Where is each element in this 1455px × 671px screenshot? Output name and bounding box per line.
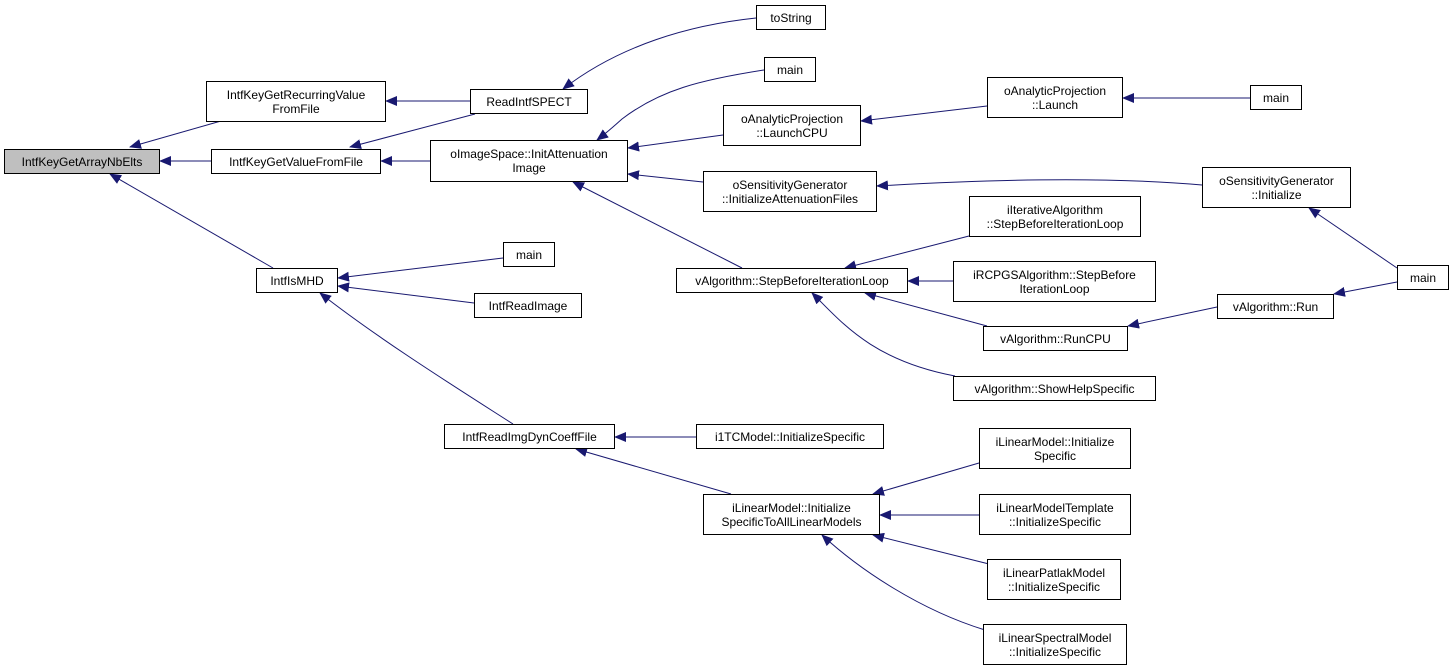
edge-main-c-to-run: [1333, 281, 1398, 297]
node-main-launch[interactable]: main: [1250, 85, 1302, 110]
edge-sensinit-to-sensfiles: [876, 179, 1203, 191]
edge-runcpu-to-stepbefore: [864, 291, 988, 327]
edge-launchcpu-to-initatt: [627, 134, 724, 152]
node-intfismhd[interactable]: IntfIsMHD: [256, 268, 338, 293]
node-valgorithm-showhelpspecific[interactable]: vAlgorithm::ShowHelpSpecific: [953, 376, 1156, 401]
node-osensitivitygenerator-initializeattenuationfiles[interactable]: oSensitivityGenerator::InitializeAttenua…: [703, 171, 877, 212]
node-intfreadimgdyncoefffile[interactable]: IntfReadImgDynCoeffFile: [444, 424, 615, 449]
edge-launch-to-launchcpu: [860, 105, 988, 125]
edge-readimage-to-ismhd: [337, 282, 475, 304]
node-iiterativealgorithm-stepbeforeiterationloop[interactable]: iIterativeAlgorithm::StepBeforeIteration…: [969, 196, 1141, 237]
node-osensitivitygenerator-initialize[interactable]: oSensitivityGenerator::Initialize: [1202, 167, 1351, 208]
edge-recurring-to-root: [129, 120, 222, 149]
edge-showhelp-to-stepbefore: [811, 292, 956, 377]
node-oanalyticprojection-launch[interactable]: oAnalyticProjection::Launch: [987, 77, 1123, 118]
edge-main-a-to-initatt: [596, 69, 765, 141]
edge-readspect-to-getvalue: [349, 113, 476, 150]
edge-main-c-to-sensinit: [1308, 207, 1398, 269]
edge-linall-to-dyncoeff: [575, 447, 732, 495]
node-main-upper[interactable]: main: [764, 57, 816, 82]
node-oanalyticprojection-launchcpu[interactable]: oAnalyticProjection::LaunchCPU: [723, 105, 861, 146]
node-main-right[interactable]: main: [1397, 265, 1449, 290]
edge-iterstep-to-stepbefore: [844, 235, 970, 271]
node-valgorithm-stepbeforeiterationloop[interactable]: vAlgorithm::StepBeforeIterationLoop: [676, 268, 908, 293]
node-intfreadimage[interactable]: IntfReadImage: [474, 293, 582, 318]
node-ilinearmodeltemplate-initializespecific[interactable]: iLinearModelTemplate::InitializeSpecific: [979, 494, 1131, 535]
edge-spectral-to-linall: [821, 534, 986, 631]
node-tostring[interactable]: toString: [756, 5, 826, 30]
edge-patlak-to-linall: [872, 532, 990, 565]
node-ilinearspectralmodel-initializespecific[interactable]: iLinearSpectralModel::InitializeSpecific: [983, 624, 1127, 665]
edge-main-d-to-ismhd: [337, 257, 504, 282]
edge-run-to-runcpu: [1127, 306, 1218, 329]
node-ilinearpatlakmodel-initializespecific[interactable]: iLinearPatlakModel::InitializeSpecific: [987, 559, 1121, 600]
node-readintfspect[interactable]: ReadIntfSPECT: [470, 89, 588, 114]
edge-stepbefore-to-initatt: [572, 181, 743, 269]
node-intfkeygetvaluefromfile[interactable]: IntfKeyGetValueFromFile: [211, 149, 381, 174]
node-main-ismhd[interactable]: main: [503, 242, 555, 267]
edge-ismhd-to-root: [109, 173, 274, 269]
node-i1tcmodel-initializespecific[interactable]: i1TCModel::InitializeSpecific: [696, 424, 884, 449]
node-valgorithm-runcpu[interactable]: vAlgorithm::RunCPU: [983, 326, 1128, 351]
edge-sensfiles-to-initatt: [627, 170, 704, 183]
edge-tostring-to-readspect: [562, 17, 757, 90]
edge-linspec-to-linall: [872, 462, 980, 496]
node-intfkeygetarraynbelts: IntfKeyGetArrayNbElts: [4, 149, 160, 174]
node-valgorithm-run[interactable]: vAlgorithm::Run: [1217, 294, 1334, 319]
edge-dyncoeff-to-ismhd: [319, 292, 514, 425]
